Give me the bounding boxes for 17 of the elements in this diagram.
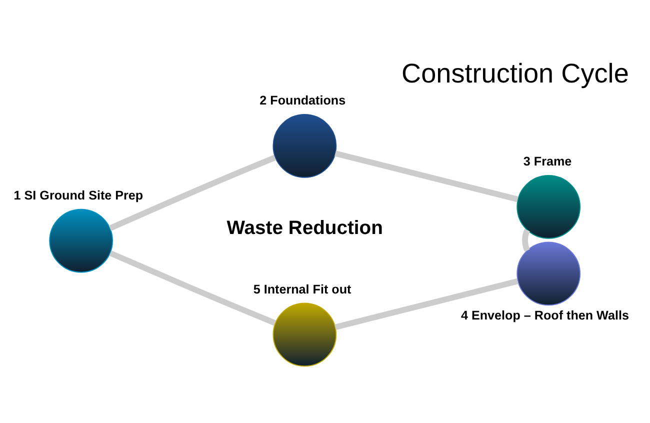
diagram-title: Construction Cycle xyxy=(402,57,629,88)
connector xyxy=(334,150,518,202)
node-label: 5 Internal Fit out xyxy=(253,282,352,296)
node-label: 4 Envelop – Roof then Walls xyxy=(460,308,629,323)
node-circle xyxy=(49,208,114,273)
node-circle xyxy=(272,114,337,178)
node-circle xyxy=(272,302,337,367)
node-label: 2 Foundations xyxy=(260,94,346,108)
node-label: 3 Frame xyxy=(523,154,572,169)
node-circle xyxy=(516,174,581,239)
connector xyxy=(109,250,276,326)
connector xyxy=(108,154,276,231)
node-circle xyxy=(516,242,581,306)
connector xyxy=(522,228,530,252)
connector xyxy=(334,278,518,330)
label: Waste Reduction xyxy=(226,217,383,240)
node-label: 1 SI Ground Site Prep xyxy=(14,188,144,203)
